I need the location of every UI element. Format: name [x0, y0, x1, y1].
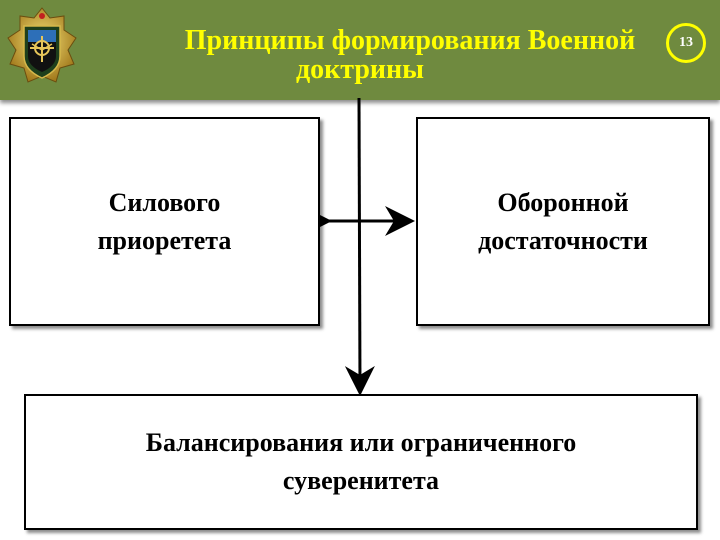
- balancing-line1: Балансирования или ограниченного: [145, 428, 577, 457]
- defense-sufficiency-line1: Оборонной: [497, 187, 629, 217]
- slide-title: Принципы формирования Военной доктрины: [90, 22, 690, 89]
- principle-box-force-priority-label: Силового приоретета: [98, 184, 232, 260]
- slide-title-line2: доктрины: [295, 54, 425, 85]
- page-number-badge: 13: [666, 23, 706, 63]
- principle-box-balancing-sovereignty-label: Балансирования или ограниченного суверен…: [146, 424, 577, 500]
- principle-box-balancing-sovereignty: Балансирования или ограниченного суверен…: [24, 394, 698, 530]
- military-emblem-icon: [7, 7, 77, 83]
- defense-sufficiency-line2: достаточности: [478, 225, 648, 255]
- force-priority-line2: приоретета: [97, 225, 232, 255]
- balancing-line2: суверенитета: [282, 466, 440, 495]
- principle-box-defense-sufficiency: Оборонной достаточности: [416, 117, 710, 326]
- force-priority-line1: Силового: [108, 187, 221, 217]
- vertical-connector-arrow: [344, 97, 375, 396]
- principle-box-defense-sufficiency-label: Оборонной достаточности: [478, 184, 648, 260]
- slide-title-line1: Принципы формирования Военной: [184, 25, 636, 56]
- principle-box-force-priority: Силового приоретета: [9, 117, 320, 326]
- header-bar: Принципы формирования Военной доктрины 1…: [0, 0, 720, 100]
